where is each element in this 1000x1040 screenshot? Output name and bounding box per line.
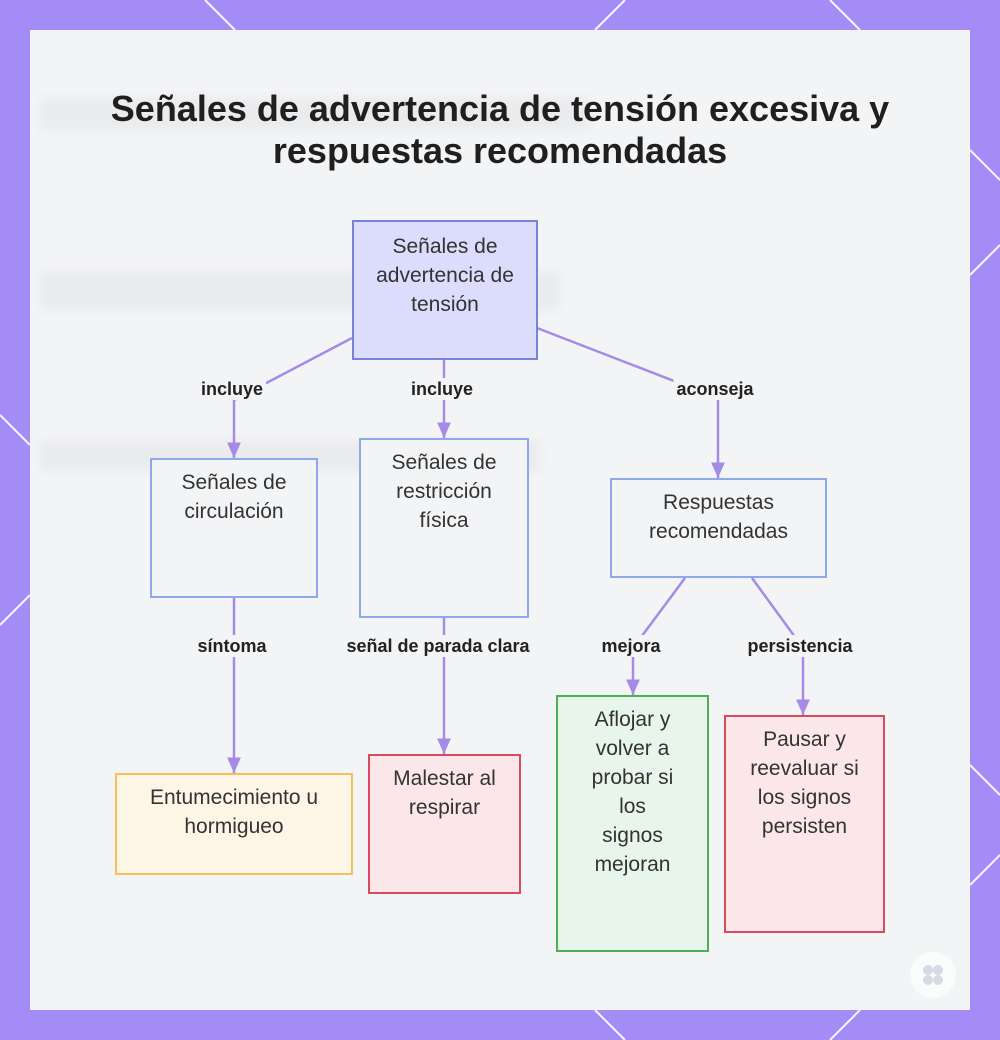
edge-label-circulation-numbness: síntoma <box>194 635 270 657</box>
edge-label-root-circulation: incluye <box>197 378 267 400</box>
node-numbness: Entumecimiento u hormigueo <box>115 773 353 875</box>
node-responses-label: Respuestas recomendadas <box>649 491 788 543</box>
edge-label-restriction-breathing: señal de parada clara <box>343 635 533 657</box>
logo-badge-icon <box>910 952 956 998</box>
edge-label-root-restriction: incluye <box>407 378 477 400</box>
node-breathing: Malestar al respirar <box>368 754 521 894</box>
node-restriction-label: Señales de restricción física <box>391 451 497 532</box>
edge-label-responses-loosen: mejora <box>598 635 664 657</box>
node-breathing-label: Malestar al respirar <box>393 767 496 819</box>
node-pause: Pausar y reevaluar si los signos persist… <box>724 715 885 933</box>
node-circulation-label: Señales de circulación <box>181 471 287 523</box>
edge-label-responses-pause: persistencia <box>744 635 856 657</box>
node-restriction: Señales de restricción física <box>359 438 529 618</box>
page-title: Señales de advertencia de tensión excesi… <box>110 88 890 171</box>
edge-root-circulation <box>227 336 353 458</box>
node-circulation: Señales de circulación <box>150 458 318 598</box>
node-pause-label: Pausar y reevaluar si los signos persist… <box>750 728 859 838</box>
node-loosen: Aflojar y volver a probar si los signos … <box>556 695 709 952</box>
node-loosen-label: Aflojar y volver a probar si los signos … <box>591 708 674 876</box>
edge-root-responses <box>536 326 725 478</box>
diagram-card: ▬▬▬▬▬ ▬▬▬▬ ▬▬▬▬▬ Señales de advertencia … <box>30 30 970 1010</box>
edge-label-root-responses: aconseja <box>673 378 757 400</box>
node-root-label: Señales de advertencia de tensión <box>376 235 514 316</box>
node-responses: Respuestas recomendadas <box>610 478 827 578</box>
node-numbness-label: Entumecimiento u hormigueo <box>149 786 319 838</box>
node-root: Señales de advertencia de tensión <box>352 220 538 360</box>
